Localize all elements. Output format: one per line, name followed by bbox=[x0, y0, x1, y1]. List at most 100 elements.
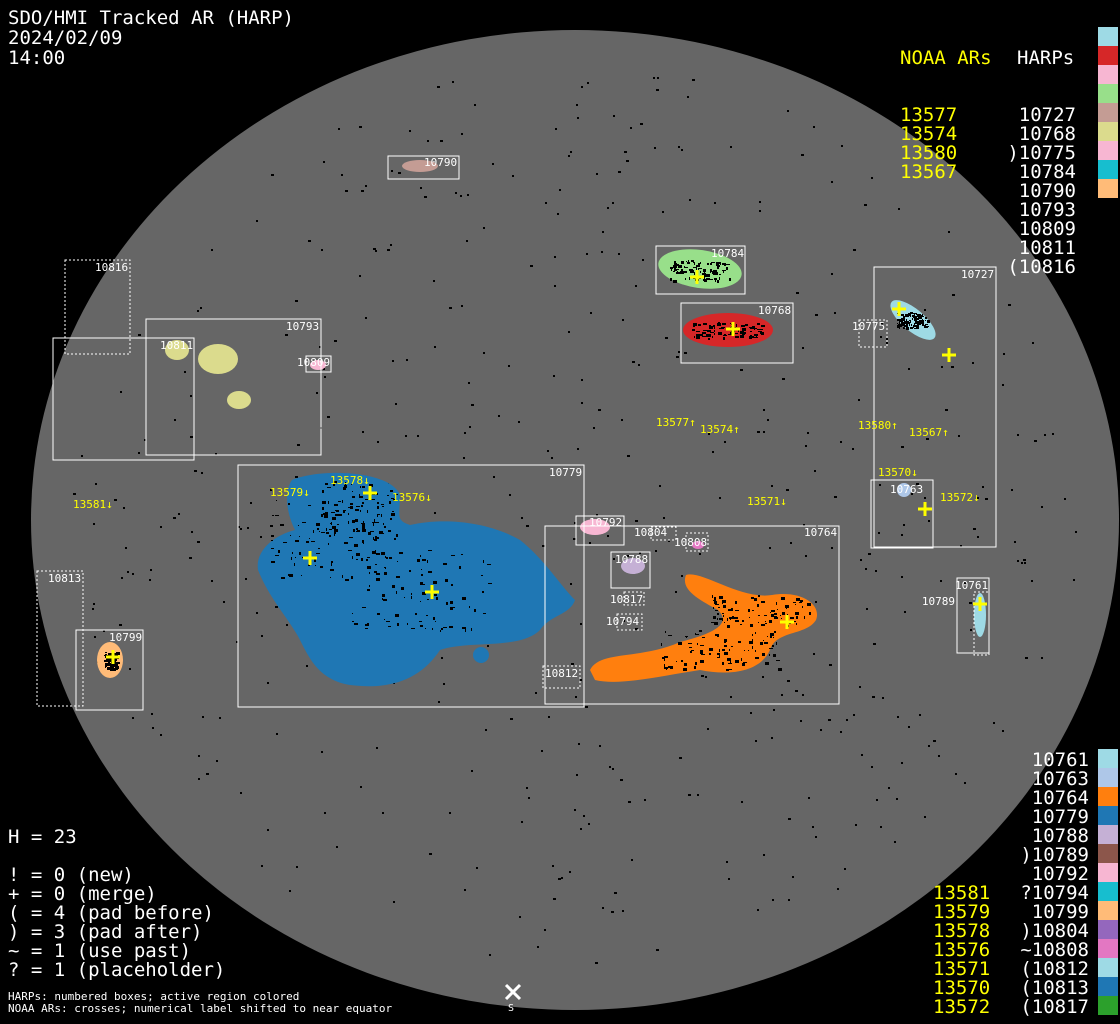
sunspot-speck bbox=[977, 497, 979, 499]
sunspot-speck bbox=[381, 514, 382, 517]
stat-line: ) = 3 (pad after) bbox=[8, 921, 203, 943]
sunspot-speck bbox=[464, 889, 466, 891]
harp-box[interactable] bbox=[75, 629, 144, 711]
harp-legend-item: 10792 bbox=[1031, 863, 1089, 885]
sunspot-speck bbox=[736, 324, 737, 327]
sunspot-speck bbox=[706, 330, 707, 331]
sunspot-speck bbox=[718, 332, 722, 335]
sunspot-speck bbox=[349, 537, 353, 538]
harp-box-placeholder[interactable] bbox=[650, 526, 677, 541]
harp-box[interactable] bbox=[52, 337, 195, 461]
sunspot-speck bbox=[723, 337, 725, 340]
sunspot-speck bbox=[888, 787, 890, 789]
harp-box[interactable] bbox=[873, 266, 997, 548]
sunspot-speck bbox=[719, 596, 723, 599]
sunspot-speck bbox=[395, 403, 397, 405]
harp-box-placeholder[interactable] bbox=[64, 259, 131, 355]
sunspot-speck bbox=[483, 352, 485, 354]
sunspot-speck bbox=[1052, 433, 1054, 435]
harp-box[interactable] bbox=[237, 464, 585, 708]
noaa-legend-item: 13576 bbox=[933, 939, 991, 961]
sunspot-speck bbox=[577, 117, 579, 119]
sunspot-speck bbox=[690, 270, 694, 273]
sunspot-speck bbox=[113, 668, 115, 669]
sunspot-speck bbox=[708, 338, 710, 340]
sunspot-speck bbox=[859, 686, 861, 688]
sunspot-speck bbox=[709, 648, 713, 651]
sunspot-speck bbox=[714, 202, 716, 204]
sunspot-speck bbox=[860, 559, 862, 561]
sunspot-speck bbox=[689, 199, 691, 201]
sunspot-speck bbox=[985, 498, 988, 500]
sunspot-speck bbox=[1041, 657, 1043, 659]
sunspot-speck bbox=[331, 561, 333, 563]
sunspot-speck bbox=[673, 265, 676, 268]
harp-box[interactable] bbox=[544, 525, 840, 705]
sunspot-speck bbox=[753, 337, 756, 338]
noaa-label: 13571↓ bbox=[747, 495, 787, 508]
sunspot-speck bbox=[384, 567, 386, 568]
sunspot-speck bbox=[289, 890, 291, 892]
sunspot-speck bbox=[356, 528, 358, 530]
sunspot-speck bbox=[356, 559, 358, 560]
harp-box[interactable] bbox=[305, 355, 332, 373]
sunspot-speck bbox=[389, 501, 391, 504]
sunspot-speck bbox=[769, 648, 773, 649]
sunspot-speck bbox=[901, 762, 903, 764]
harp-box-placeholder[interactable] bbox=[36, 570, 84, 707]
sunspot-speck bbox=[1044, 434, 1046, 436]
sunspot-speck bbox=[288, 503, 290, 505]
sunspot-speck bbox=[435, 621, 436, 622]
harp-legend-item: )10789 bbox=[1020, 844, 1089, 866]
sunspot-speck bbox=[354, 623, 358, 625]
sunspot-speck bbox=[519, 916, 521, 918]
sunspot-speck bbox=[327, 487, 331, 488]
sunspot-speck bbox=[924, 816, 926, 818]
harp-box[interactable] bbox=[575, 515, 625, 546]
sunspot-speck bbox=[461, 554, 463, 555]
harp-box-placeholder[interactable] bbox=[858, 319, 888, 348]
sunspot-speck bbox=[598, 409, 601, 411]
sunspot-speck bbox=[663, 517, 665, 519]
sunspot-speck bbox=[724, 441, 726, 443]
sunspot-speck bbox=[702, 637, 705, 638]
sunspot-speck bbox=[1032, 342, 1034, 344]
harp-legend-item: )10775 bbox=[1007, 142, 1076, 164]
sunspot-speck bbox=[689, 277, 690, 280]
sunspot-speck bbox=[114, 499, 117, 501]
harp-box[interactable] bbox=[655, 245, 746, 295]
sunspot-speck bbox=[1002, 384, 1004, 386]
harp-box[interactable] bbox=[680, 302, 794, 364]
sunspot-speck bbox=[685, 278, 686, 280]
sunspot-speck bbox=[474, 609, 476, 612]
harp-box[interactable] bbox=[870, 479, 934, 549]
sunspot-speck bbox=[749, 641, 753, 644]
sunspot-speck bbox=[908, 726, 910, 728]
sunspot-speck bbox=[383, 523, 384, 525]
harp-box[interactable] bbox=[956, 577, 990, 654]
sunspot-speck bbox=[664, 667, 668, 669]
sunspot-speck bbox=[740, 335, 744, 338]
harp-box-placeholder[interactable] bbox=[973, 591, 990, 656]
sunspot-speck bbox=[790, 542, 792, 544]
sunspot-speck bbox=[738, 330, 739, 332]
sunspot-speck bbox=[420, 555, 421, 557]
sunspot-speck bbox=[696, 267, 697, 270]
sunspot-speck bbox=[278, 550, 280, 553]
sunspot-speck bbox=[333, 481, 337, 483]
harp-box-placeholder[interactable] bbox=[616, 613, 643, 631]
sunspot-speck bbox=[329, 535, 331, 537]
harp-box-placeholder[interactable] bbox=[623, 591, 645, 606]
sunspot-speck bbox=[476, 867, 478, 869]
sunspot-speck bbox=[776, 642, 777, 645]
sunspot-speck bbox=[713, 607, 714, 609]
sunspot-speck bbox=[451, 555, 455, 556]
harp-box[interactable] bbox=[387, 155, 460, 180]
sunspot-speck bbox=[880, 336, 882, 338]
sunspot-speck bbox=[745, 324, 748, 326]
sunspot-speck bbox=[796, 598, 800, 601]
harp-box[interactable] bbox=[610, 551, 651, 589]
harp-box[interactable] bbox=[145, 318, 322, 456]
harp-box-placeholder[interactable] bbox=[542, 665, 581, 689]
sunspot-speck bbox=[590, 312, 592, 314]
